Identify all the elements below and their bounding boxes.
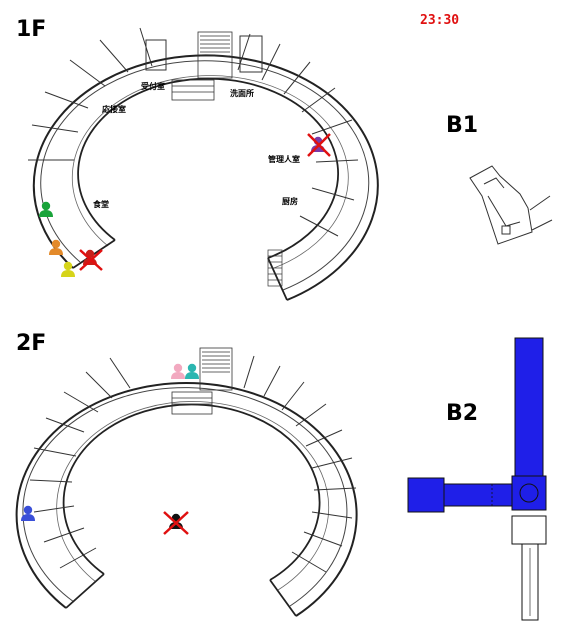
room-label-reception: 受付室 (141, 81, 165, 91)
room-label-dining: 食堂 (93, 199, 109, 209)
floor-2f-outer-wall-inner-line (22, 387, 348, 607)
dead-cross-icon (163, 511, 189, 535)
floor-1f-stairs-bottom (267, 249, 283, 287)
floor-1f-outer-wall-inner-line (40, 60, 370, 291)
b2-west-room (407, 477, 445, 513)
floor-b1-map (469, 165, 553, 245)
floor-2f-room-dividers (29, 355, 357, 573)
floor-b1-label: B1 (446, 113, 478, 138)
game-clock: 23:30 (420, 13, 459, 28)
floor-1f-label: 1F (16, 17, 46, 42)
floor-b2-map (407, 337, 547, 621)
floor-1f-outer-wall (32, 54, 379, 301)
floor-2f-staircase (171, 347, 233, 415)
character-teal-icon[interactable] (185, 363, 199, 379)
b2-horizontal-passage (439, 483, 517, 507)
character-green-icon[interactable] (39, 201, 53, 217)
floor-b2-label: B2 (446, 401, 478, 426)
room-label-kitchen: 厨房 (282, 196, 298, 206)
character-yellow-icon[interactable] (61, 261, 75, 277)
room-label-parlor: 応接室 (102, 104, 126, 114)
floor-2f-outer-wall (15, 381, 358, 617)
dead-cross-icon (79, 249, 103, 271)
b2-south-room (511, 515, 547, 545)
floor-1f-map: 1F 受付室 洗面所 応接室 管理人室 食堂 厨房 (16, 17, 379, 301)
character-pink-icon[interactable] (171, 363, 185, 379)
room-label-washroom: 洗面所 (230, 88, 254, 98)
floor-1f-room-dividers (28, 27, 359, 237)
floor-1f-staircase (171, 31, 233, 101)
dead-cross-icon (307, 133, 331, 157)
floor-1f-corridor-line (71, 75, 349, 269)
b2-junction-room (511, 475, 547, 511)
b2-vertical-passage (514, 337, 544, 479)
room-label-manager: 管理人室 (268, 154, 300, 164)
floor-2f-inner-wall (62, 403, 321, 581)
floor-2f-corridor-line (56, 401, 330, 591)
floor-2f-map: 2F (15, 331, 358, 617)
floor-2f-label: 2F (16, 331, 46, 356)
floor-1f-inner-wall (77, 77, 339, 259)
